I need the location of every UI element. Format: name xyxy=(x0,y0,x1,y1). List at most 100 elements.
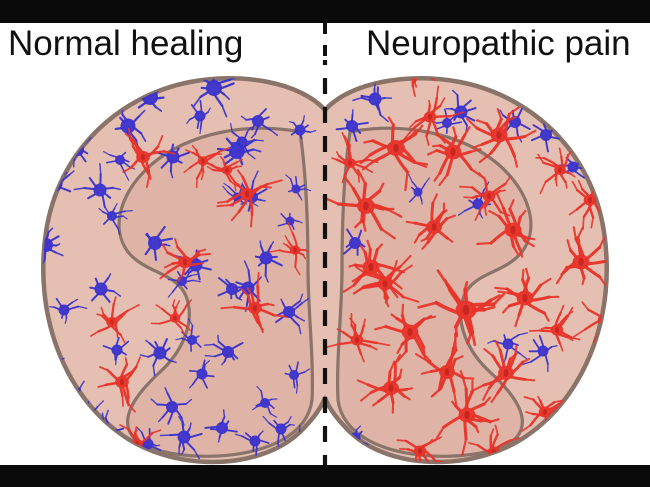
cell-process xyxy=(463,287,469,305)
cell-branch xyxy=(87,432,98,435)
resting-microglia xyxy=(284,361,310,394)
activated-astrocyte xyxy=(568,177,607,230)
cell-soma xyxy=(115,155,125,165)
cell-process xyxy=(420,65,429,67)
cell-branch xyxy=(525,267,530,280)
spinal-cord-svg xyxy=(26,60,611,465)
cell-branch xyxy=(164,386,169,394)
cell-branch xyxy=(170,170,174,179)
cell-branch xyxy=(393,70,401,73)
activated-astrocyte xyxy=(374,303,437,363)
resting-microglia xyxy=(98,203,133,236)
cell-branch xyxy=(302,254,307,260)
cell-branch xyxy=(373,83,376,90)
cell-branch xyxy=(502,304,511,314)
cell-branch xyxy=(359,153,372,165)
cell-branch xyxy=(435,426,445,440)
cell-branch xyxy=(526,237,536,241)
cell-branch xyxy=(415,353,430,363)
cell-branch xyxy=(396,350,408,363)
cell-branch xyxy=(295,385,298,394)
cell-branch xyxy=(141,78,144,82)
cell-branch xyxy=(343,135,351,146)
cell-process xyxy=(342,439,353,448)
cell-branch xyxy=(246,287,254,297)
cell-branch xyxy=(26,356,34,359)
cell-branch xyxy=(439,97,446,107)
cell-branch xyxy=(431,193,438,205)
cell-branch xyxy=(434,436,443,441)
cell-branch xyxy=(313,428,323,431)
activated-astrocyte xyxy=(159,238,211,282)
cell-branch xyxy=(159,271,170,280)
cell-branch xyxy=(496,108,503,121)
cell-process xyxy=(604,463,611,465)
cell-nucleus xyxy=(554,326,560,334)
cell-branch xyxy=(200,171,205,181)
cell-branch xyxy=(252,148,262,153)
cell-process xyxy=(300,441,305,452)
cell-branch xyxy=(393,259,398,271)
cell-branch xyxy=(217,436,221,443)
cell-branch xyxy=(163,150,176,155)
cell-process xyxy=(43,178,51,185)
cell-branch xyxy=(483,396,492,406)
cell-branch xyxy=(356,168,367,185)
cell-soma xyxy=(537,345,549,357)
cell-branch xyxy=(190,273,199,277)
cell-nucleus xyxy=(354,336,360,344)
cell-branch xyxy=(429,60,433,64)
cell-branch xyxy=(120,313,126,318)
cell-branch xyxy=(96,313,103,317)
activated-astrocyte xyxy=(494,267,560,328)
resting-microglia xyxy=(289,115,317,140)
cell-branch xyxy=(466,332,473,345)
cell-soma xyxy=(187,335,197,345)
resting-microglia xyxy=(343,228,366,256)
cell-branch xyxy=(175,337,183,341)
cell-branch xyxy=(264,275,269,283)
cell-branch xyxy=(47,227,54,233)
cell-soma xyxy=(107,211,117,221)
cell-process xyxy=(367,248,372,263)
cell-branch xyxy=(471,143,484,149)
cell-branch xyxy=(581,301,590,311)
cell-branch xyxy=(99,366,109,372)
cell-process xyxy=(406,61,416,66)
cell-nucleus xyxy=(110,319,114,325)
activated-astrocyte xyxy=(470,339,536,404)
resting-microglia xyxy=(335,109,369,142)
cell-process xyxy=(57,401,65,406)
cell-branch xyxy=(336,328,345,334)
cell-branch xyxy=(355,266,369,276)
cell-branch xyxy=(284,235,290,243)
cell-soma xyxy=(275,423,287,435)
cell-branch xyxy=(255,139,264,142)
cell-process xyxy=(391,123,395,145)
cell-branch xyxy=(492,292,506,306)
cell-branch xyxy=(413,233,421,244)
cell-branch xyxy=(210,163,216,168)
cell-branch xyxy=(122,166,132,173)
cell-branch xyxy=(120,334,126,344)
cell-branch xyxy=(525,411,534,415)
cell-soma xyxy=(148,236,162,250)
cell-branch xyxy=(436,269,449,286)
cell-process xyxy=(156,403,169,407)
resting-microglia xyxy=(457,181,492,219)
cell-branch xyxy=(71,298,79,303)
activated-astrocyte xyxy=(331,131,379,184)
cell-branch xyxy=(417,301,438,309)
resting-microglia xyxy=(520,334,558,373)
cell-process xyxy=(603,392,607,399)
cell-branch xyxy=(466,117,478,130)
cell-branch xyxy=(421,241,429,250)
cell-branch xyxy=(199,128,202,135)
cell-process xyxy=(86,406,90,418)
cell-branch xyxy=(437,66,449,71)
cell-soma xyxy=(285,216,295,226)
cell-branch xyxy=(178,415,184,424)
cell-branch xyxy=(262,415,270,424)
cell-branch xyxy=(433,172,441,182)
resting-microglia xyxy=(155,143,191,179)
